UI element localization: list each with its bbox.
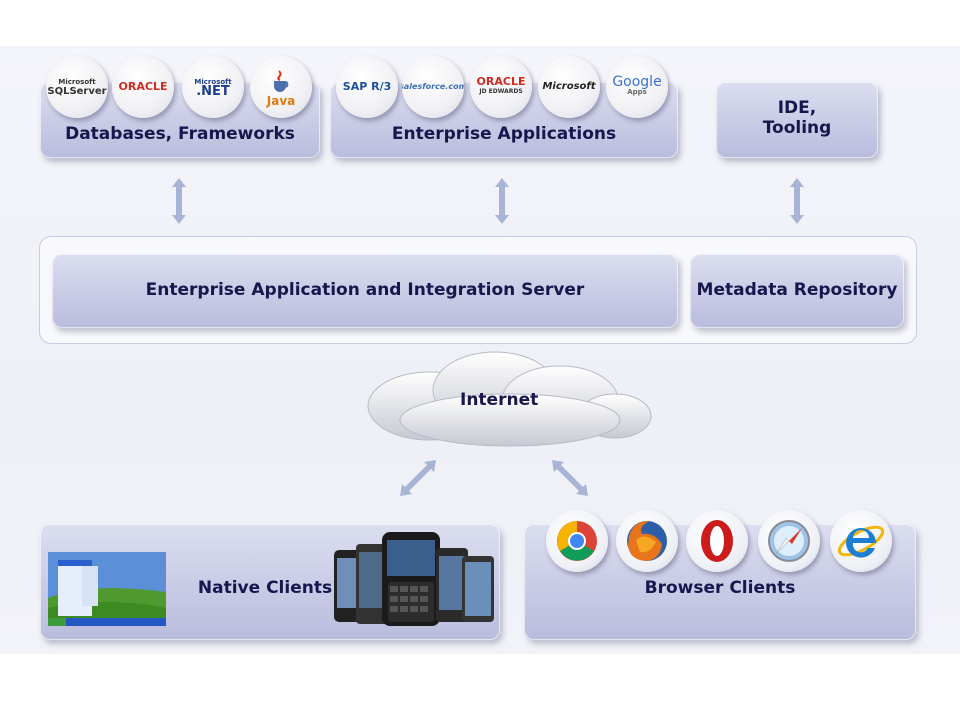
browser-clients-label: Browser Clients xyxy=(644,578,796,598)
safari-icon xyxy=(758,510,820,572)
integration-server-box: Enterprise Application and Integration S… xyxy=(52,254,678,328)
oracle-jde-text: ORACLE xyxy=(476,75,526,88)
google-logo-text: Google xyxy=(612,74,662,90)
microsoft-logo-text: Microsoft xyxy=(542,81,596,92)
java-cup-icon xyxy=(273,69,289,92)
internet-label: Internet xyxy=(460,390,539,410)
internet-explorer-icon xyxy=(830,510,892,572)
databases-frameworks-label: Databases, Frameworks xyxy=(65,124,295,144)
enterprise-applications-label: Enterprise Applications xyxy=(391,124,617,144)
google-logo-sub: Apps xyxy=(627,88,647,96)
mobile-devices-image xyxy=(334,532,494,626)
browser-internet-arrow xyxy=(552,460,588,496)
oracle-logo: ORACLE xyxy=(112,56,174,118)
sql-server-logo-text: SQLServer xyxy=(47,86,107,97)
chrome-icon xyxy=(546,510,608,572)
windows-desktop-screenshot xyxy=(48,552,166,626)
opera-icon xyxy=(686,510,748,572)
sap-logo: SAP R/3 xyxy=(336,56,398,118)
ide-label-line1: IDE, xyxy=(777,98,817,118)
java-logo-text: Java xyxy=(266,93,296,108)
metadata-repository-box: Metadata Repository xyxy=(690,254,904,328)
firefox-icon xyxy=(616,510,678,572)
oracle-jde-sub: JD EDWARDS xyxy=(479,88,523,95)
salesforce-logo: salesforce.com xyxy=(402,56,464,118)
sap-logo-text: SAP R/3 xyxy=(342,80,392,93)
salesforce-logo-text: salesforce.com xyxy=(402,82,464,91)
sql-server-logo-sub: Microsoft xyxy=(58,78,96,86)
ide-repository-arrow xyxy=(790,178,804,224)
integration-server-label: Enterprise Application and Integration S… xyxy=(145,280,585,300)
dotnet-logo-sub: Microsoft xyxy=(194,78,232,86)
dotnet-logo-text: .NET xyxy=(196,84,230,99)
databases-server-arrow xyxy=(172,178,186,224)
internet-cloud xyxy=(367,351,652,447)
ide-tooling-box: IDE, Tooling xyxy=(716,82,878,158)
metadata-repository-label: Metadata Repository xyxy=(696,280,898,300)
java-logo: Java xyxy=(250,56,312,118)
ide-label-line2: Tooling xyxy=(762,118,832,138)
enterprise-server-arrow xyxy=(495,178,509,224)
native-clients-label: Native Clients xyxy=(197,578,333,598)
microsoft-logo: Microsoft xyxy=(538,56,600,118)
native-internet-arrow xyxy=(400,460,436,496)
dotnet-logo: Microsoft.NET xyxy=(182,56,244,118)
oracle-logo-text: ORACLE xyxy=(118,80,168,93)
